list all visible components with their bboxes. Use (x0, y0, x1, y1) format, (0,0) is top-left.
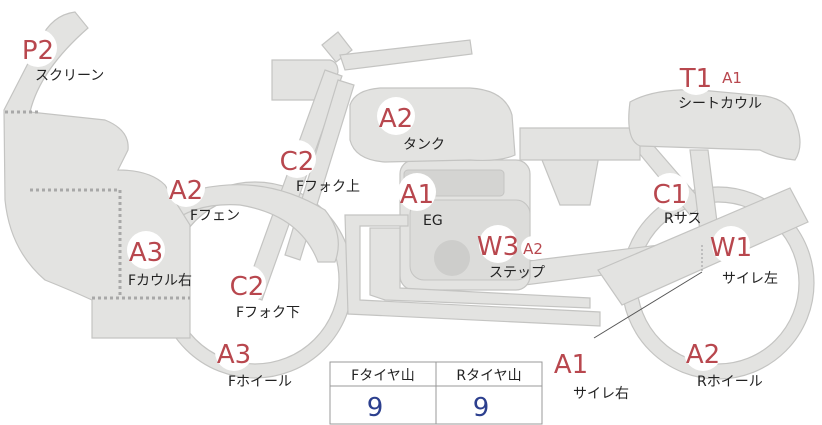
marker-rear-wheel: A2 Rホイール (684, 333, 763, 390)
marker-tank: A2 タンク (377, 97, 445, 153)
grade-badge: A2 (379, 104, 413, 134)
part-label: サイレ左 (722, 271, 778, 287)
marker-step: W3 A2 ステップ (477, 225, 545, 281)
part-label: シートカウル (678, 96, 762, 112)
part-label: Fフェン (190, 208, 240, 224)
tire-tread-table: Fタイヤ山 Rタイヤ山 9 9 (329, 361, 543, 425)
grade-badge: A1 (554, 350, 588, 380)
marker-cowl-right: A3 Fカウル右 (127, 231, 192, 289)
part-label: EG (423, 213, 443, 229)
sub-grade-badge: A2 (523, 240, 543, 258)
marker-front-wheel: A3 Fホイール (215, 333, 292, 390)
sub-grade-badge: A1 (722, 69, 742, 87)
part-label: Rホイール (697, 374, 763, 390)
marker-fork-lower: C2 Fフォク下 (228, 265, 300, 321)
part-label: Fフォク上 (296, 179, 360, 195)
grade-badge: P2 (22, 36, 54, 66)
grade-badge: T1 (679, 64, 712, 94)
part-label: スクリーン (35, 68, 104, 84)
front-tire-value: 9 (367, 393, 384, 423)
rear-tire-value: 9 (473, 393, 490, 423)
grade-badge: C2 (230, 272, 265, 302)
grade-badge: A3 (217, 340, 251, 370)
part-label: タンク (403, 137, 445, 153)
front-fender (164, 184, 339, 263)
rear-tire-header: Rタイヤ山 (456, 368, 521, 384)
grade-badge: C2 (280, 147, 315, 177)
marker-screen: P2 スクリーン (19, 29, 104, 84)
marker-muffler-left: W1 サイレ左 (710, 226, 778, 287)
marker-rear-susp: C1 Rサス (651, 173, 701, 227)
grade-badge: A2 (686, 340, 720, 370)
marker-engine: A1 EG (398, 173, 443, 229)
grade-badge: A3 (129, 238, 163, 268)
marker-fork-upper: C2 Fフォク上 (278, 140, 360, 195)
marker-seat-cowl: T1 A1 シートカウル (677, 57, 762, 112)
grade-badge: A2 (169, 176, 203, 206)
grade-badge: W1 (710, 233, 752, 263)
marker-muffler-right: A1 サイレ右 (552, 343, 629, 402)
part-label: Fカウル右 (128, 273, 192, 289)
part-label: Rサス (664, 211, 701, 227)
grade-badge: A1 (400, 180, 434, 210)
front-tire-header: Fタイヤ山 (351, 368, 415, 384)
part-label: Fホイール (228, 374, 292, 390)
grade-badge: W3 (477, 232, 519, 262)
muffler (593, 187, 809, 339)
part-label: ステップ (489, 265, 545, 281)
part-label: Fフォク下 (236, 305, 300, 321)
part-label: サイレ右 (573, 386, 629, 402)
exhaust-pipes (344, 214, 601, 327)
marker-fender: A2 Fフェン (167, 169, 240, 224)
grade-badge: C1 (653, 180, 688, 210)
